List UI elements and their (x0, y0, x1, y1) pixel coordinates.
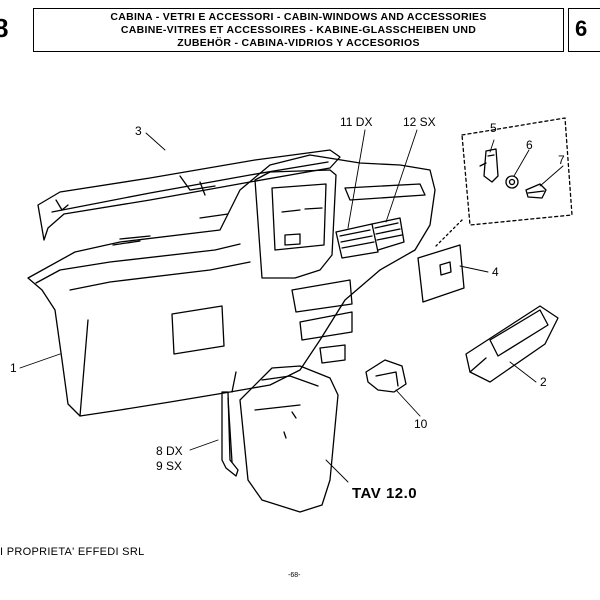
part-4-cover-panel (417, 244, 465, 303)
part-2-storage-pocket (465, 305, 559, 383)
callout-8: 8 DX (156, 444, 183, 458)
callout-7: 7 (558, 153, 565, 167)
callout-1: 1 (10, 361, 17, 375)
section-number-left: 8 (0, 13, 9, 43)
callout-2: 2 (540, 375, 547, 389)
callout-5: 5 (490, 121, 497, 135)
part-1-dashboard (27, 154, 436, 417)
section-number-right: 6 (568, 8, 600, 52)
callout-11: 11 DX (340, 115, 372, 129)
plate-number: TAV 12.0 (352, 485, 417, 502)
callout-10: 10 (414, 417, 428, 431)
callout-12: 12 SX (403, 115, 436, 129)
callout-3: 3 (135, 124, 142, 138)
parts-8-9-seal-strip (221, 391, 239, 477)
hardware-detail-frame (435, 117, 573, 247)
callout-6: 6 (526, 138, 533, 152)
lower-console (239, 365, 339, 513)
title-box: CABINA - VETRI E ACCESSORI - CABIN-WINDO… (33, 8, 564, 52)
title-line-1: CABINA - VETRI E ACCESSORI - CABIN-WINDO… (110, 11, 487, 23)
footer-copyright: I PROPRIETA' EFFEDI SRL (0, 546, 145, 558)
title-line-3: ZUBEHÖR - CABINA-VIDRIOS Y ACCESORIOS (177, 37, 420, 49)
leader-lines (19, 129, 564, 483)
callout-4: 4 (492, 265, 499, 279)
parts-11-12-air-vents (335, 217, 405, 259)
part-10-clip (365, 359, 407, 393)
page-number: -68- (288, 572, 301, 579)
title-line-2: CABINE-VITRES ET ACCESSOIRES - KABINE-GL… (120, 24, 477, 36)
part-3-defroster-trim (37, 149, 341, 241)
callout-9: 9 SX (156, 459, 182, 473)
